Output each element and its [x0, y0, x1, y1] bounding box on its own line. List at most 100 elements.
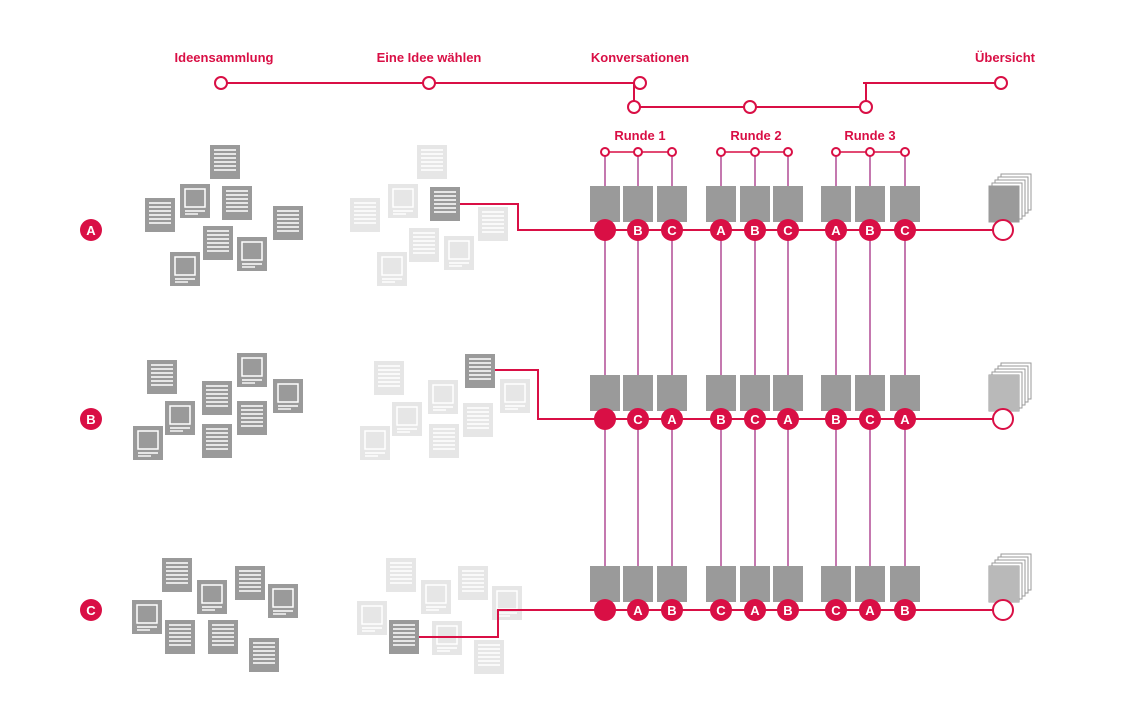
conversation-card — [821, 375, 851, 411]
group-slot-label: C — [716, 603, 726, 618]
timeline-node-0 — [214, 76, 228, 90]
conversation-card — [590, 566, 620, 602]
round-bracket-node — [750, 147, 760, 157]
group-slot-label: B — [750, 223, 759, 238]
image-card-icon — [500, 379, 530, 413]
phase-label-ideensammlung: Ideensammlung — [175, 50, 274, 65]
group-slot — [710, 408, 732, 430]
group-slot — [744, 599, 766, 621]
round-bracket-node — [667, 147, 677, 157]
group-slot-filled — [594, 599, 616, 621]
round-bracket-node — [831, 147, 841, 157]
group-slot-label: B — [633, 223, 642, 238]
image-card-icon — [444, 236, 474, 270]
image-card-icon — [492, 586, 522, 620]
conversation-card — [890, 566, 920, 602]
row-end-node — [992, 219, 1014, 241]
image-card-icon — [237, 237, 267, 271]
group-slot-label: A — [633, 603, 643, 618]
document-icon — [210, 145, 240, 179]
conversation-card — [706, 375, 736, 411]
document-icon — [463, 403, 493, 437]
document-icon — [374, 361, 404, 395]
document-icon — [145, 198, 175, 232]
group-slot — [894, 408, 916, 430]
conversation-card — [623, 375, 653, 411]
group-slot-label: A — [716, 223, 726, 238]
round-node-2 — [859, 100, 873, 114]
conversation-card — [706, 186, 736, 222]
conversation-card — [657, 186, 687, 222]
image-card-icon — [132, 600, 162, 634]
group-slot-label: C — [783, 223, 793, 238]
conversation-card — [706, 566, 736, 602]
round-label-2: Runde 2 — [730, 128, 781, 143]
document-icon — [147, 360, 177, 394]
group-slot-label: A — [750, 603, 760, 618]
row-end-node — [992, 408, 1014, 430]
group-slot-label: A — [900, 412, 910, 427]
document-icon — [249, 638, 279, 672]
group-slot-filled — [594, 408, 616, 430]
round-bracket-node — [900, 147, 910, 157]
conversation-card — [855, 566, 885, 602]
image-card-icon — [357, 601, 387, 635]
conversation-card — [821, 186, 851, 222]
conversation-card — [657, 566, 687, 602]
document-icon — [162, 558, 192, 592]
image-card-icon — [170, 252, 200, 286]
row-flow-line-B — [495, 369, 1003, 420]
group-badge-label: A — [86, 223, 96, 238]
idea-cards — [132, 145, 1032, 674]
group-slot-label: B — [831, 412, 840, 427]
group-slot-label: B — [865, 223, 874, 238]
document-icon — [202, 424, 232, 458]
phase-label-uebersicht: Übersicht — [975, 50, 1036, 65]
image-card-icon — [360, 426, 390, 460]
conversation-card — [855, 186, 885, 222]
image-card-icon — [197, 580, 227, 614]
image-card-icon — [428, 380, 458, 414]
phase-label-idee-waehlen: Eine Idee wählen — [377, 50, 482, 65]
group-badge-A — [80, 219, 102, 241]
document-icon — [386, 558, 416, 592]
group-slot — [627, 599, 649, 621]
round-node-1 — [743, 100, 757, 114]
group-slot-filled — [594, 219, 616, 241]
group-slot — [777, 599, 799, 621]
round-label-1: Runde 1 — [614, 128, 665, 143]
round-bracket-node — [865, 147, 875, 157]
group-slot — [825, 408, 847, 430]
group-slot — [859, 599, 881, 621]
document-icon — [237, 401, 267, 435]
conversation-card — [623, 186, 653, 222]
group-slot-label: B — [783, 603, 792, 618]
document-stack-icon — [988, 173, 1032, 223]
document-icon — [389, 620, 419, 654]
document-icon — [458, 566, 488, 600]
document-icon — [429, 424, 459, 458]
group-slot-label: A — [667, 412, 677, 427]
conversation-card — [740, 375, 770, 411]
round-label-3: Runde 3 — [844, 128, 895, 143]
group-slot — [710, 599, 732, 621]
document-icon — [208, 620, 238, 654]
group-slot — [777, 408, 799, 430]
round-bracket-node — [600, 147, 610, 157]
group-badge-C — [80, 599, 102, 621]
group-slot — [825, 219, 847, 241]
group-slot — [627, 219, 649, 241]
group-slot — [859, 219, 881, 241]
group-slot — [710, 219, 732, 241]
group-slot-label: C — [667, 223, 677, 238]
group-slot-label: C — [633, 412, 643, 427]
conversation-card — [773, 375, 803, 411]
group-slot — [661, 219, 683, 241]
round-bracket-node — [716, 147, 726, 157]
group-slot-label: B — [667, 603, 676, 618]
document-icon — [417, 145, 447, 179]
document-icon — [202, 381, 232, 415]
document-icon — [222, 186, 252, 220]
group-slot-label: A — [865, 603, 875, 618]
